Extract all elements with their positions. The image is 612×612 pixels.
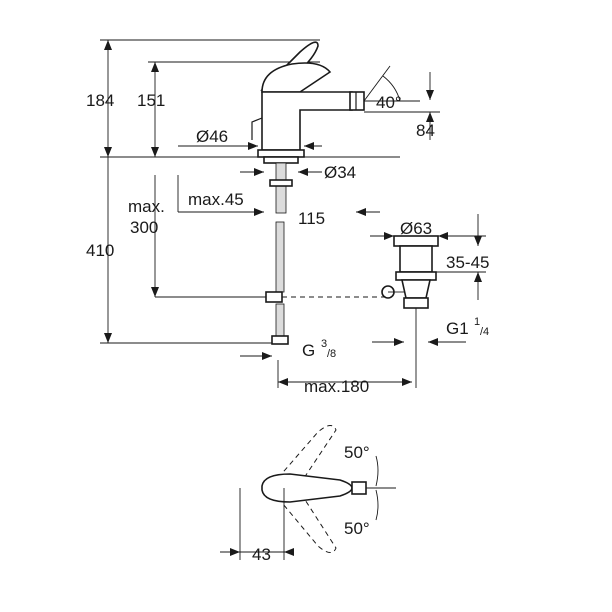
lever-base [261,62,332,93]
faucet-body [261,91,353,151]
waste-outlet [403,297,429,309]
popup-rod [251,117,263,140]
arrow-head [151,147,159,157]
waste-nut [395,271,437,281]
spout-nozzle [349,91,365,111]
dimension-label-84: 84 [416,121,435,140]
arrow-head [230,548,240,556]
thread-label-waste-den: /4 [480,326,489,338]
dimension-label-46: Ø46 [196,127,228,146]
supply-pipe [275,303,285,339]
angle-label-50-top: 50° [344,443,370,462]
dimension-label-63: Ø63 [400,219,432,238]
angle-arc-50-top [375,455,379,487]
arrow-head [284,548,294,556]
dimension-label-35-45: 35-45 [446,253,489,272]
mounting-stud [275,162,287,214]
arrow-head [474,236,482,246]
dimension-label-184: 184 [86,91,114,110]
arrow-head [426,112,434,122]
arrow-head [394,338,404,346]
body-top-view [261,473,353,503]
angle-arc-50-bottom [375,489,379,521]
supply-hose [275,221,285,293]
dimension-label-max45: max.45 [188,190,244,209]
dimension-label-34: Ø34 [324,163,356,182]
arrow-head [254,168,264,176]
arrow-head [104,333,112,343]
arrow-head [474,272,482,282]
nozzle-top-view [351,481,367,495]
mounting-gasket [263,156,299,164]
arrow-head [402,378,412,386]
arrow-head [356,208,366,216]
arrow-head [104,147,112,157]
thread-label-waste: G1 [446,319,469,338]
hose-connector [265,291,283,303]
thread-label-inlet: G [302,341,315,360]
dimension-label-410: 410 [86,241,114,260]
dimension-label-115: 115 [298,209,325,228]
arrow-head [438,232,448,240]
arrow-head [104,40,112,50]
lever-rotated-down [277,491,337,553]
inlet-fitting [271,335,289,345]
arrow-head [254,208,264,216]
dimension-label-43: 43 [252,545,271,564]
arrow-head [262,352,272,360]
angle-line [363,65,391,102]
dimension-label-300: 300 [130,218,158,237]
dimension-label-max: max. [128,197,165,216]
thread-label-inlet-num: 3 [321,338,327,350]
dimension-label-max180: max.180 [304,377,369,396]
thread-label-waste-num: 1 [474,316,480,328]
lever-rotated-up [277,425,337,485]
arrow-head [426,90,434,100]
dimension-label-151: 151 [137,91,165,110]
arrow-head [278,378,288,386]
arrow-head [304,142,314,150]
faucet-base [257,149,305,158]
arrow-head [428,338,438,346]
angle-label-40: 40° [376,93,402,112]
arrow-head [151,287,159,297]
mounting-nut [269,179,293,187]
thread-label-inlet-den: /8 [327,348,336,360]
arrow-head [151,62,159,72]
arrow-head [384,232,394,240]
arrow-head [298,168,308,176]
angle-label-50-bottom: 50° [344,519,370,538]
angle-arc-40 [382,75,401,102]
waste-body [399,245,433,273]
arrow-head [248,142,258,150]
waste-tail [401,279,431,299]
